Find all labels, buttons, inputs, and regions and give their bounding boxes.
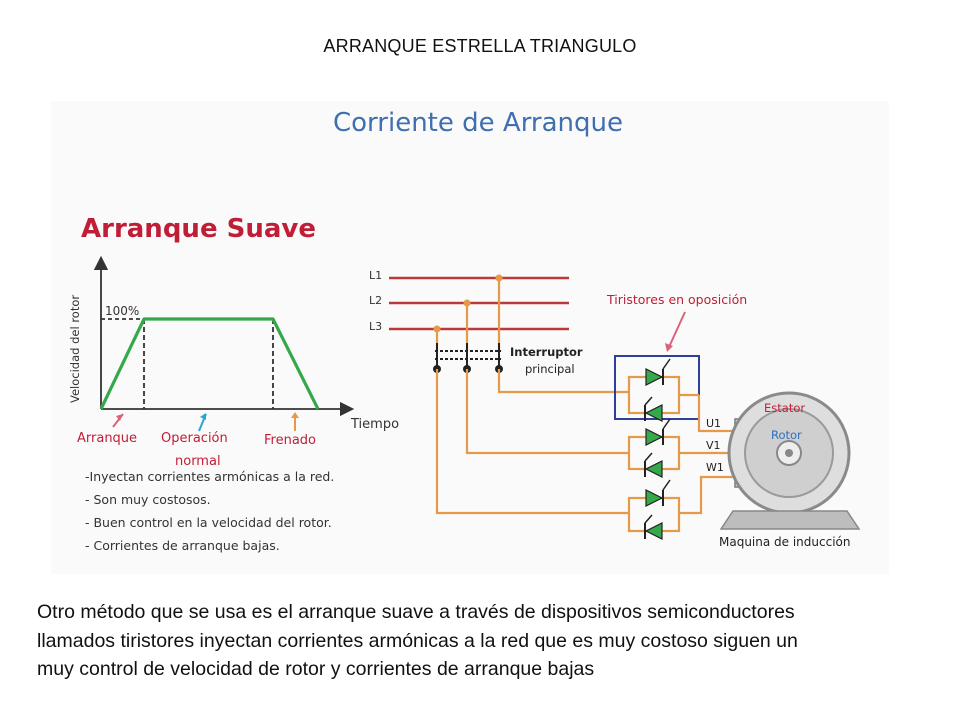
line-label-l2: L2 — [369, 294, 382, 307]
phase-label-normal: normal — [175, 454, 221, 469]
stator-label: Estator — [764, 401, 805, 415]
motor-label: Maquina de inducción — [719, 535, 851, 549]
bullet-item: - Son muy costosos. — [85, 492, 211, 507]
thyristor-pair-u — [627, 358, 699, 422]
arranque-arrowhead — [116, 414, 123, 421]
junction-dot — [463, 299, 471, 307]
thyristor-label: Tiristores en oposición — [606, 292, 747, 307]
main-switch-label-2: principal — [525, 362, 575, 376]
slide-caption: Otro método que se usa es el arranque su… — [37, 598, 927, 684]
frenado-arrowhead — [291, 412, 299, 418]
x-axis-label: Tiempo — [350, 417, 399, 432]
thyristor-pointer-head — [665, 343, 673, 352]
caption-line: llamados tiristores inyectan corrientes … — [37, 629, 798, 652]
rotor-label: Rotor — [771, 428, 802, 442]
output-wire-w1 — [679, 475, 733, 515]
line-label-l1: L1 — [369, 269, 382, 282]
level-100-label: 100% — [105, 304, 139, 318]
feeder-wire-u — [497, 369, 629, 394]
operacion-arrowhead — [200, 413, 206, 420]
soft-starter-circuit: L1 L2 L3 Interruptor principal — [369, 269, 861, 549]
bullet-item: - Corrientes de arranque bajas. — [85, 538, 280, 553]
phase-label-frenado: Frenado — [264, 433, 316, 448]
line-label-l3: L3 — [369, 320, 382, 333]
feeder-wire-v — [465, 369, 629, 455]
figure-heading: Corriente de Arranque — [333, 108, 623, 138]
junction-dot — [433, 325, 441, 333]
caption-line: muy control de velocidad de rotor y corr… — [37, 658, 595, 680]
junction-dot — [495, 274, 503, 282]
bullet-list: -Inyectan corrientes armónicas a la red.… — [85, 469, 334, 553]
figure-subheading: Arranque Suave — [81, 214, 316, 244]
bullet-item: - Buen control en la velocidad del rotor… — [85, 515, 332, 530]
induction-motor — [719, 391, 861, 530]
soft-start-figure: Corriente de Arranque Arranque Suave Vel… — [51, 101, 889, 574]
bullet-item: -Inyectan corrientes armónicas a la red. — [85, 469, 334, 484]
terminal-label-w1: W1 — [706, 461, 724, 474]
main-switch-label-1: Interruptor — [510, 345, 583, 359]
feeder-wire-w — [435, 369, 629, 515]
phase-label-operacion: Operación — [161, 431, 228, 446]
caption-line: Otro método que se usa es el arranque su… — [37, 601, 795, 623]
thyristor-pointer — [668, 311, 686, 348]
thyristor-pair-v — [627, 418, 681, 478]
output-wire-u1 — [697, 395, 733, 433]
main-switch-symbol — [433, 343, 503, 373]
terminal-label-u1: U1 — [706, 417, 721, 430]
speed-time-graph: Velocidad del rotor Tiempo 100% Arranque… — [68, 255, 399, 469]
phase-label-arranque: Arranque — [77, 431, 137, 446]
terminal-label-v1: V1 — [706, 439, 721, 452]
y-axis-label: Velocidad del rotor — [68, 295, 82, 403]
speed-curve — [99, 317, 320, 410]
slide-title: ARRANQUE ESTRELLA TRIANGULO — [323, 36, 637, 56]
thyristor-pair-w — [627, 479, 681, 540]
